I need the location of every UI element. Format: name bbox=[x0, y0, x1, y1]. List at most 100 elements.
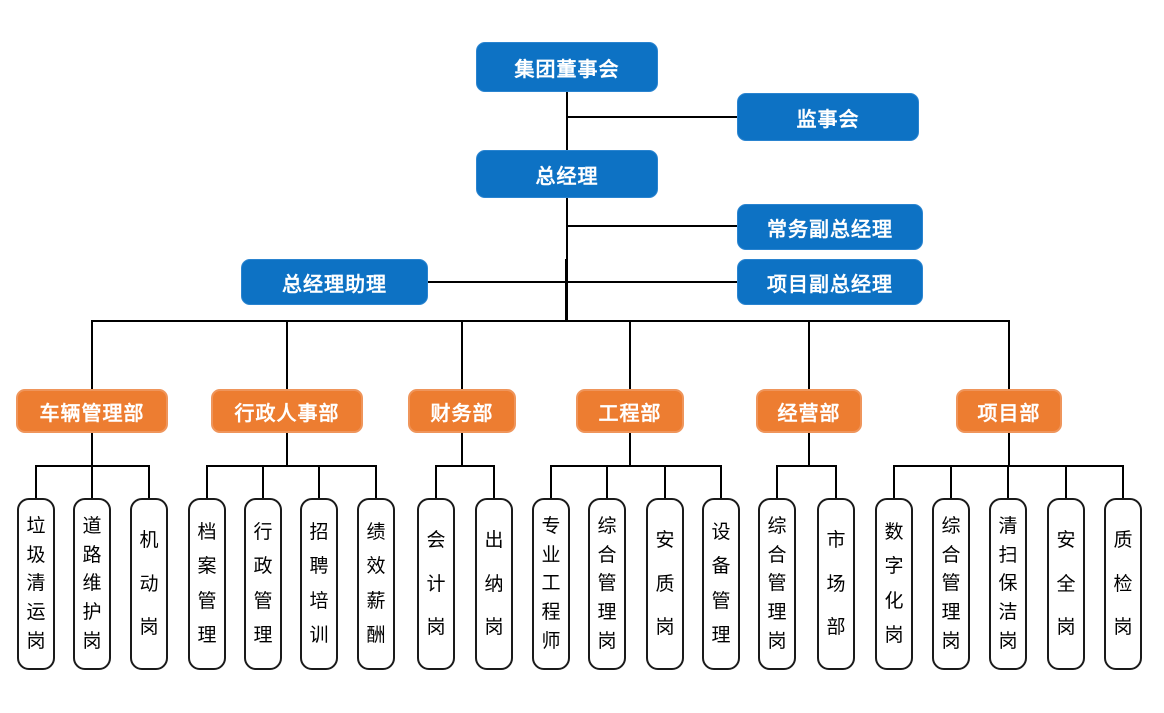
node-label: 绩效薪酬 bbox=[366, 521, 386, 647]
position-node: 数字化岗 bbox=[875, 498, 913, 670]
connector-line bbox=[629, 433, 631, 466]
node-label: 综合管理岗 bbox=[597, 515, 617, 653]
position-node: 质检岗 bbox=[1104, 498, 1142, 670]
position-node: 机动岗 bbox=[130, 498, 168, 670]
node-label: 清扫保洁岗 bbox=[998, 515, 1018, 653]
node-label: 会计岗 bbox=[426, 530, 446, 638]
node-general-manager: 总经理 bbox=[476, 150, 658, 198]
node-label: 出纳岗 bbox=[484, 530, 504, 638]
position-node: 会计岗 bbox=[417, 498, 455, 670]
node-label: 招聘培训 bbox=[309, 521, 329, 647]
connector-line bbox=[566, 116, 738, 118]
connector-line bbox=[461, 433, 463, 466]
node-label: 经营部 bbox=[777, 402, 841, 425]
position-node: 综合管理岗 bbox=[588, 498, 626, 670]
connector-line bbox=[148, 466, 150, 498]
node-label: 市场部 bbox=[826, 530, 846, 638]
connector-line bbox=[776, 466, 778, 498]
connector-line bbox=[1007, 466, 1009, 498]
connector-line bbox=[91, 466, 93, 498]
node-label: 监事会 bbox=[796, 108, 860, 131]
node-label: 项目部 bbox=[977, 402, 1041, 425]
node-gm-assistant: 总经理助理 bbox=[241, 259, 428, 305]
connector-line bbox=[808, 433, 810, 466]
position-node: 档案管理 bbox=[188, 498, 226, 670]
position-node: 垃圾清运岗 bbox=[17, 498, 55, 670]
connector-line bbox=[1122, 466, 1124, 498]
node-label: 项目副总经理 bbox=[767, 273, 893, 296]
node-dept-engineering: 工程部 bbox=[576, 389, 684, 433]
connector-line bbox=[606, 466, 608, 498]
node-dept-operations: 经营部 bbox=[756, 389, 862, 433]
connector-line bbox=[461, 321, 463, 389]
position-node: 清扫保洁岗 bbox=[989, 498, 1027, 670]
position-node: 招聘培训 bbox=[300, 498, 338, 670]
connector-line bbox=[835, 466, 837, 498]
node-label: 集团董事会 bbox=[514, 58, 620, 81]
connector-line bbox=[629, 321, 631, 389]
connector-line bbox=[566, 225, 738, 227]
connector-line bbox=[35, 466, 37, 498]
connector-line bbox=[318, 466, 320, 498]
position-node: 专业工程师 bbox=[532, 498, 570, 670]
connector-line bbox=[91, 320, 1010, 322]
position-node: 出纳岗 bbox=[475, 498, 513, 670]
connector-line bbox=[550, 466, 552, 498]
position-node: 综合管理岗 bbox=[758, 498, 796, 670]
node-label: 综合管理岗 bbox=[767, 515, 787, 653]
connector-line bbox=[428, 281, 738, 283]
node-dept-admin-hr: 行政人事部 bbox=[211, 389, 363, 433]
position-node: 市场部 bbox=[817, 498, 855, 670]
connector-line bbox=[808, 321, 810, 389]
node-project-deputy-gm: 项目副总经理 bbox=[737, 259, 923, 305]
node-label: 安全岗 bbox=[1056, 530, 1076, 638]
connector-line bbox=[375, 466, 377, 498]
connector-line bbox=[1008, 433, 1010, 466]
node-label: 设备管理 bbox=[711, 521, 731, 647]
position-node: 行政管理 bbox=[244, 498, 282, 670]
connector-line bbox=[435, 466, 437, 498]
connector-line bbox=[1008, 321, 1010, 389]
node-label: 财务部 bbox=[430, 402, 494, 425]
node-label: 总经理 bbox=[535, 165, 599, 188]
connector-line bbox=[206, 466, 208, 498]
connector-line bbox=[893, 466, 895, 498]
connector-line bbox=[776, 465, 837, 467]
node-label: 行政人事部 bbox=[234, 402, 340, 425]
node-label: 机动岗 bbox=[139, 530, 159, 638]
connector-trunk bbox=[566, 92, 568, 151]
node-label: 安质岗 bbox=[655, 530, 675, 638]
position-node: 设备管理 bbox=[702, 498, 740, 670]
node-executive-deputy-gm: 常务副总经理 bbox=[737, 204, 923, 250]
node-label: 工程部 bbox=[598, 402, 662, 425]
node-label: 总经理助理 bbox=[282, 273, 387, 296]
position-node: 绩效薪酬 bbox=[357, 498, 395, 670]
node-dept-vehicle-mgmt: 车辆管理部 bbox=[16, 389, 168, 433]
connector-line bbox=[286, 433, 288, 466]
connector-line bbox=[493, 466, 495, 498]
connector-line bbox=[664, 466, 666, 498]
connector-line bbox=[91, 321, 93, 389]
node-label: 质检岗 bbox=[1113, 530, 1133, 638]
node-label: 数字化岗 bbox=[884, 521, 904, 647]
connector-trunk bbox=[565, 259, 568, 322]
position-node: 综合管理岗 bbox=[932, 498, 970, 670]
node-dept-project: 项目部 bbox=[956, 389, 1062, 433]
node-label: 档案管理 bbox=[197, 521, 217, 647]
connector-line bbox=[262, 466, 264, 498]
node-label: 综合管理岗 bbox=[941, 515, 961, 653]
position-node: 道路维护岗 bbox=[73, 498, 111, 670]
connector-line bbox=[720, 466, 722, 498]
node-label: 车辆管理部 bbox=[39, 402, 145, 425]
node-supervisory-board: 监事会 bbox=[737, 93, 919, 141]
connector-line bbox=[1065, 466, 1067, 498]
connector-line bbox=[435, 465, 495, 467]
node-label: 专业工程师 bbox=[541, 515, 561, 653]
connector-line bbox=[550, 465, 722, 467]
node-label: 行政管理 bbox=[253, 521, 273, 647]
node-board-of-directors: 集团董事会 bbox=[476, 42, 658, 92]
connector-line bbox=[206, 465, 377, 467]
node-label: 道路维护岗 bbox=[82, 515, 102, 653]
position-node: 安质岗 bbox=[646, 498, 684, 670]
